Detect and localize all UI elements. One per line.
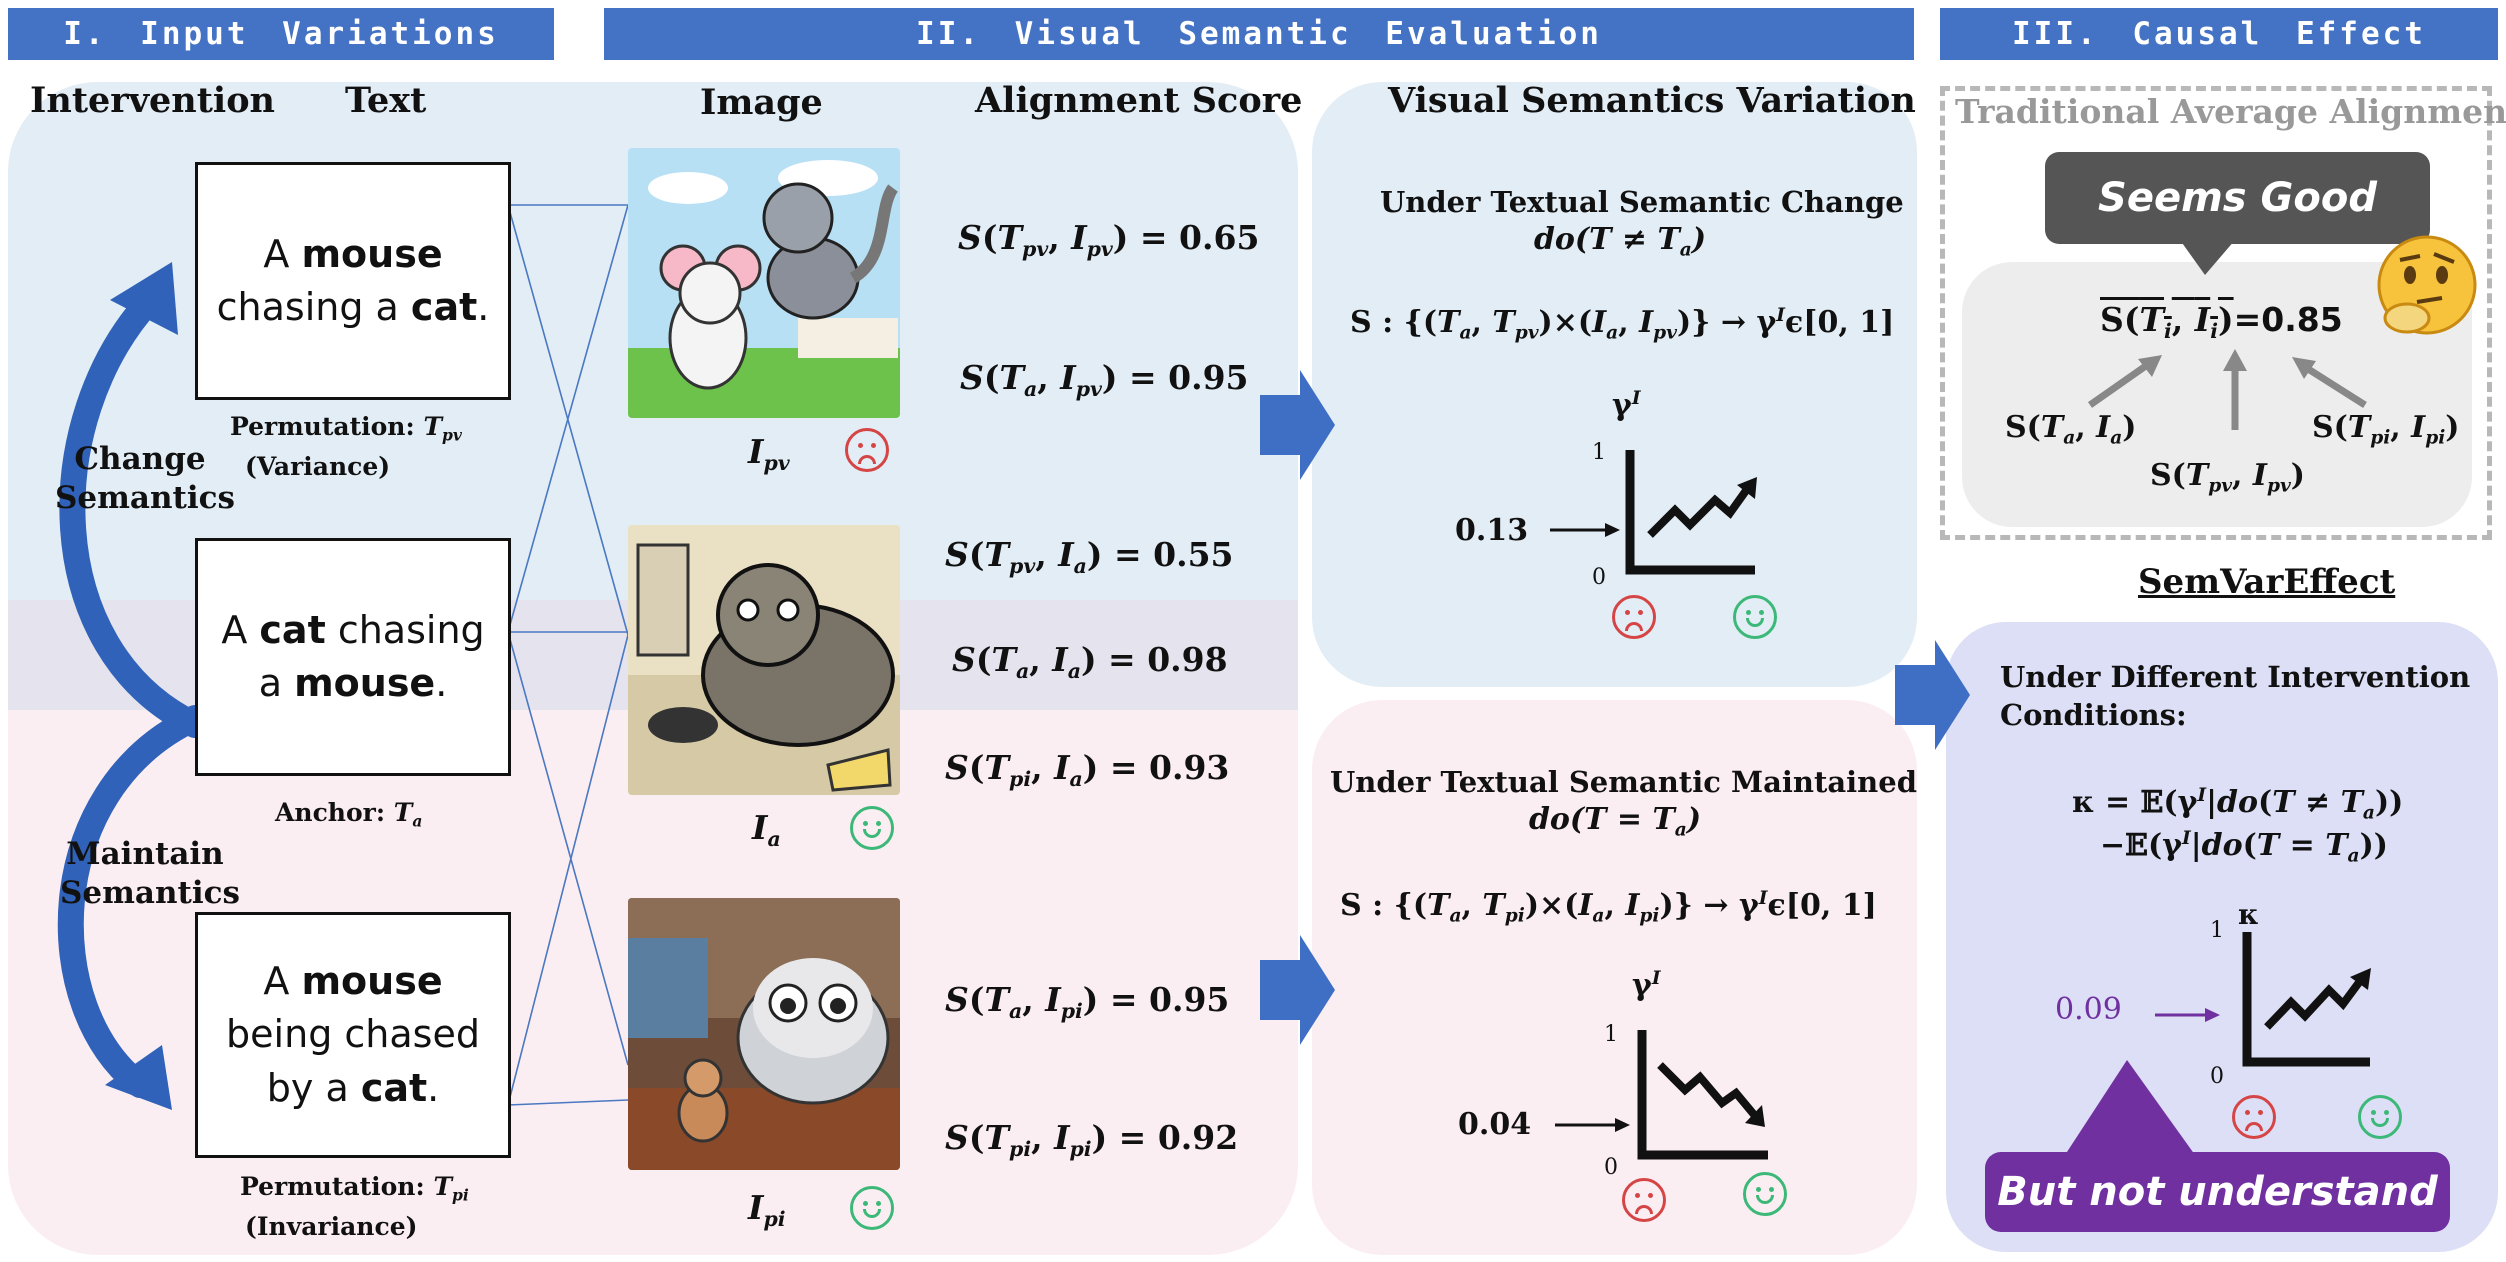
change-semantics-arrow: [59, 287, 208, 738]
col-visual-semantics-variation: Visual Semantics Variation: [1388, 80, 1916, 121]
variation-change-gamma: γI: [1612, 388, 1641, 424]
alignment-score-row: S(Tpi, Ia) = 0.93: [945, 748, 1230, 792]
semvar-axis-bottom: 0: [2210, 1064, 2224, 1089]
alignment-score-row: S(Tpv, Ipv) = 0.65: [958, 218, 1260, 262]
happy-face-icon: [1733, 595, 1777, 639]
maintain-semantics-arrow: [57, 705, 208, 1098]
variation-maintain-graph: [1555, 1030, 1768, 1160]
header-visual-semantic-evaluation: II. Visual Semantic Evaluation: [604, 8, 1914, 60]
variation-change-axis-bottom: 0: [1592, 565, 1606, 590]
alignment-score-row: S(Tpi, Ipi) = 0.92: [945, 1118, 1239, 1162]
alignment-score-row: S(Ta, Ipi) = 0.95: [945, 980, 1230, 1024]
variation-maintain-gamma: γI: [1632, 968, 1661, 1004]
semvar-condition-line1: Under Different Intervention: [2000, 660, 2471, 694]
sad-face-icon: [1612, 595, 1656, 639]
change-semantics-label: Change Semantics: [55, 441, 235, 516]
traditional-arrows: [2087, 349, 2367, 430]
variation-change-value: 0.13: [1455, 513, 1529, 548]
caption-anchor: Anchor: Ta: [275, 798, 423, 831]
image-label-ipv: Ipv: [748, 432, 790, 476]
traditional-box: [1940, 86, 2492, 540]
variation-maintain-title: Under Textual Semantic Maintained: [1330, 765, 1917, 799]
traditional-s-tpv-ipv: S(Tpv, Ipv): [2150, 458, 2305, 497]
semvar-kappa-formula-1: κ = 𝔼(γI|do(T ≠ Ta)): [2072, 785, 2404, 824]
variation-change-title: Under Textual Semantic Change: [1380, 185, 1904, 219]
sad-face-icon: [845, 428, 889, 472]
sad-face-icon: [1622, 1178, 1666, 1222]
variation-maintain-panel: [1312, 700, 1917, 1255]
variation-change-graph: [1550, 450, 1757, 575]
image-label-ipi: Ipi: [748, 1188, 786, 1232]
caption-variance: (Variance): [245, 452, 391, 481]
text-box-permutation-invariance: A mouse being chased by a cat.: [195, 912, 511, 1158]
header-input-variations: I. Input Variations: [8, 8, 554, 60]
text-box-anchor: A cat chasing a mouse.: [195, 538, 511, 776]
maintain-semantics-label: Maintain Semantics: [60, 836, 240, 911]
semvar-title: SemVarEffect: [2138, 562, 2396, 602]
alignment-score-row: S(Ta, Ipv) = 0.95: [960, 358, 1249, 402]
happy-face-icon: [850, 1186, 894, 1230]
caption-invariance: (Invariance): [245, 1212, 418, 1241]
variation-change-formula: S : {(Ta, Tpv)×(Ia, Ipv)} → γIϵ[0, 1]: [1350, 305, 1895, 344]
col-alignment-score: Alignment Score: [975, 80, 1303, 121]
variation-change-axis-top: 1: [1592, 440, 1606, 465]
variation-maintain-axis-top: 1: [1604, 1022, 1618, 1047]
arrow-to-change-panel: [1260, 370, 1335, 480]
semvar-kappa-label: κ: [2238, 898, 2259, 931]
col-image: Image: [700, 82, 823, 123]
arrow-to-maintain-panel: [1260, 935, 1335, 1045]
traditional-title: Traditional Average Alignment: [1955, 92, 2506, 131]
seems-good-bubble: Seems Good: [2045, 152, 2430, 244]
caption-permutation-pi: Permutation: Tpi: [240, 1172, 469, 1205]
image-label-ia: Ia: [752, 808, 781, 852]
image-ipi: [628, 898, 900, 1170]
alignment-score-row: S(Ta, Ia) = 0.98: [952, 640, 1228, 684]
happy-face-icon: [2358, 1095, 2402, 1139]
traditional-s-ta-ia: S(Ta, Ia): [2005, 410, 2137, 449]
variation-maintain-formula: S : {(Ta, Tpi)×(Ia, Ipi)} → γIϵ[0, 1]: [1340, 888, 1877, 927]
semvar-graph: [2155, 932, 2371, 1067]
semvar-kappa-formula-2: −𝔼(γI|do(T = Ta)): [2100, 828, 2388, 867]
semvar-value: 0.09: [2055, 992, 2122, 1027]
variation-maintain-value: 0.04: [1458, 1107, 1532, 1142]
purple-bubble-tail: [2065, 1060, 2195, 1155]
sad-face-icon: [2232, 1095, 2276, 1139]
header-causal-effect: III. Causal Effect: [1940, 8, 2498, 60]
semvar-condition-line2: Conditions:: [2000, 698, 2187, 732]
semvar-panel: [1946, 622, 2498, 1252]
arrow-to-semvar-panel: [1895, 640, 1970, 750]
but-not-understand-bubble: But not understand: [1985, 1152, 2450, 1232]
seems-good-bubble-tail: [2180, 240, 2235, 275]
happy-face-icon: [850, 806, 894, 850]
variation-maintain-axis-bottom: 0: [1604, 1155, 1618, 1180]
traditional-s-tpi-ipi: S(Tpi, Ipi): [2312, 410, 2460, 449]
caption-permutation-pv: Permutation: Tpv: [230, 412, 462, 445]
traditional-average-formula: S(Ti, Ii)=0.85: [2100, 300, 2343, 344]
variation-change-do: do(T ≠ Ta): [1533, 222, 1707, 261]
image-ia: [628, 525, 900, 795]
col-text: Text: [345, 80, 427, 121]
semvar-axis-top: 1: [2210, 918, 2224, 943]
happy-face-icon: [1743, 1172, 1787, 1216]
variation-maintain-do: do(T = Ta): [1528, 802, 1702, 841]
image-ipv: [628, 148, 900, 418]
alignment-score-row: S(Tpv, Ia) = 0.55: [945, 535, 1234, 579]
thinking-face-icon: [2377, 235, 2477, 335]
text-box-permutation-variance: A mouse chasing a cat.: [195, 162, 511, 400]
variation-change-panel: [1312, 82, 1917, 687]
col-intervention: Intervention: [30, 80, 275, 121]
